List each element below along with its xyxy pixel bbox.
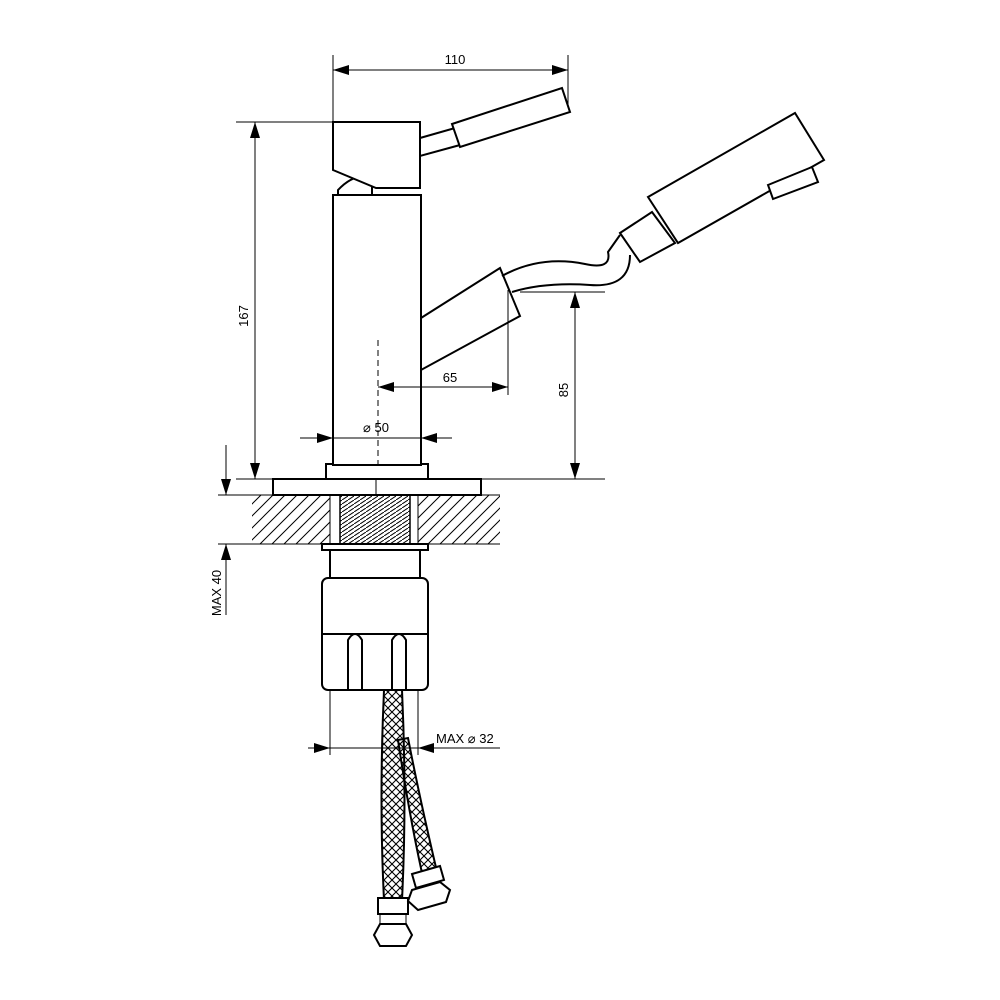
dimension-reach-65: 65: [378, 290, 509, 395]
body-diameter-label: ⌀ 50: [363, 420, 389, 435]
fixing-nut: [321, 577, 429, 691]
dimension-max-thickness: MAX 40: [209, 445, 231, 616]
faucet-body: [332, 175, 422, 466]
max-thickness-label: MAX 40: [209, 570, 224, 616]
handle-height-label: 85: [556, 383, 571, 397]
supply-hose-right: [396, 736, 452, 912]
dimension-height-167: 167: [236, 121, 333, 480]
dimension-diameter-50: ⌀ 50: [300, 420, 452, 443]
base-plate: [272, 463, 482, 496]
handle-reach-label: 65: [443, 370, 457, 385]
max-hole-diameter-label: MAX ⌀ 32: [436, 731, 494, 746]
fixing-washer: [321, 543, 429, 581]
threaded-shank: [329, 494, 419, 545]
mixer-head: [332, 86, 572, 189]
dimension-height-85: 85: [481, 291, 605, 480]
hand-shower: [618, 111, 826, 264]
pull-out-hose: [501, 234, 631, 293]
dimension-max-hole: MAX ⌀ 32: [308, 690, 500, 755]
side-outlet: [420, 266, 522, 372]
height-total-label: 167: [236, 305, 251, 327]
supply-hose-left: [372, 689, 414, 947]
width-total-label: 110: [445, 52, 466, 67]
dimension-width-110: 110: [332, 52, 569, 122]
